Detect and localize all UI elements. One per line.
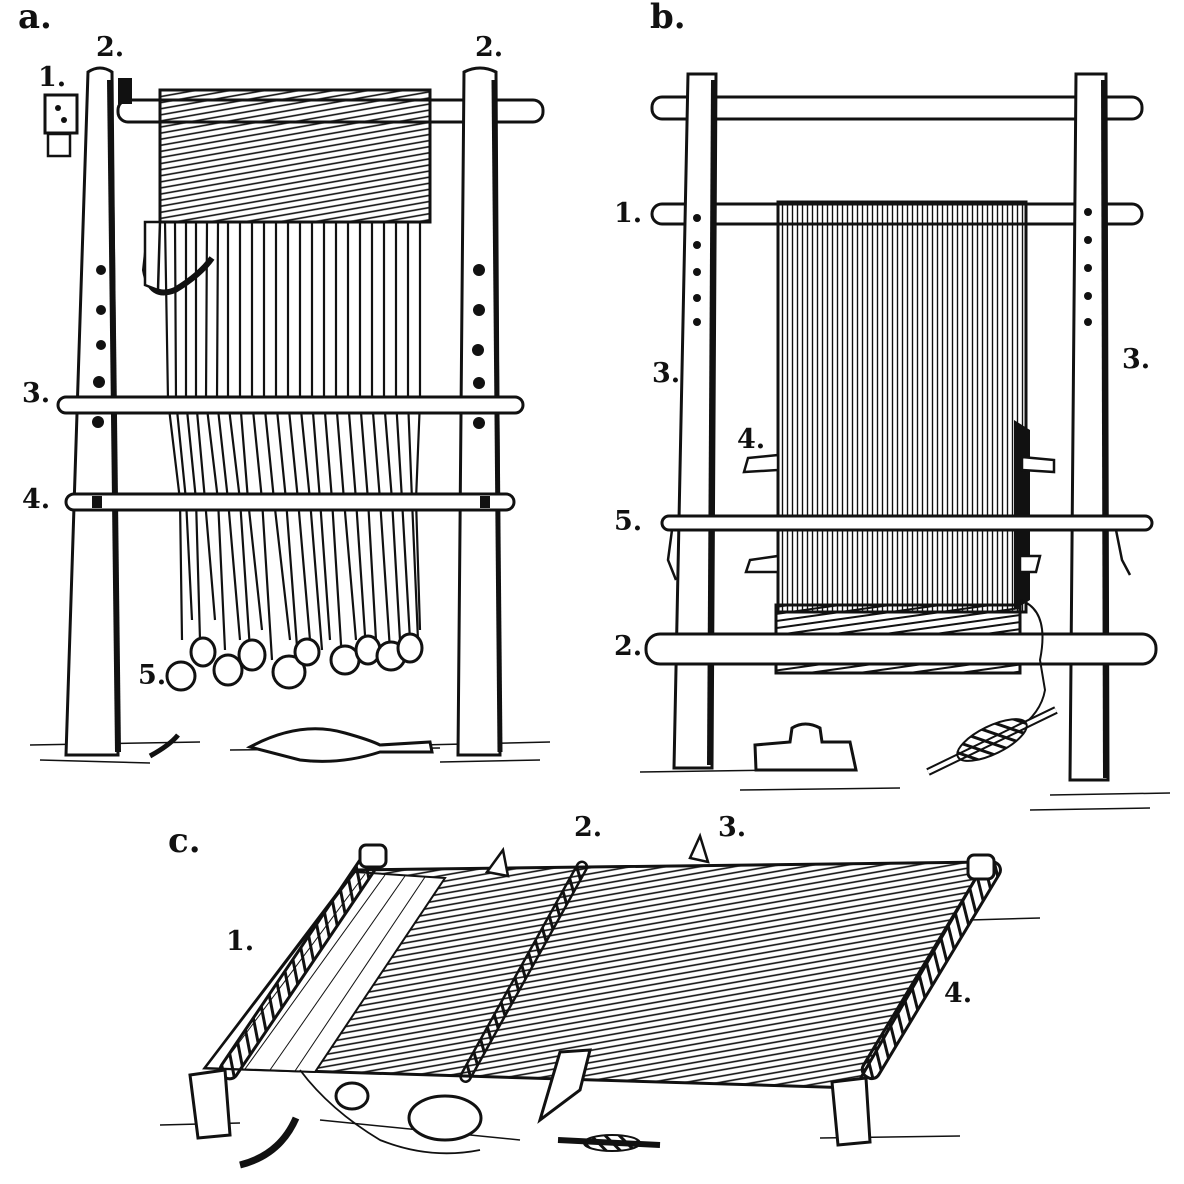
panel-b-label: b.	[650, 0, 686, 37]
panel-a-shed-rod	[56, 395, 525, 415]
panel-a-peg-holes	[92, 264, 485, 429]
panel-b-bobbin	[926, 706, 1058, 776]
panel-c-part-3: 3.	[718, 812, 746, 843]
panel-a-bone-tool	[148, 733, 180, 759]
panel-b-part-1: 1.	[614, 198, 642, 229]
panel-a-part-2-right: 2.	[475, 32, 503, 63]
panel-a-part-5: 5.	[138, 660, 166, 691]
panel-a-heddle-rod	[64, 492, 516, 512]
panel-c: c. 1. 2. 3. 4.	[159, 812, 1041, 1169]
panel-b-peg-holes	[693, 208, 1092, 326]
panel-b-part-3-right: 3.	[1122, 344, 1150, 375]
panel-c-part-2: 2.	[574, 812, 602, 843]
panel-c-shed-sword	[537, 1048, 592, 1124]
panel-b-part-4: 4.	[737, 424, 765, 455]
panel-b-weight-block	[753, 722, 858, 772]
panel-a-label: a.	[18, 0, 52, 37]
panel-c-loose-thread	[299, 1069, 481, 1155]
panel-a-loom-weights	[165, 632, 424, 692]
panel-a-part-4: 4.	[22, 484, 50, 515]
panel-b: b. 1. 3. 3. 4. 5. 2.	[614, 0, 1171, 811]
panel-c-heddle-rod	[459, 860, 589, 1083]
panel-c-bone-tool	[239, 1116, 300, 1169]
panel-b-shed-rod	[660, 514, 1154, 532]
panel-a-warp-threads	[163, 221, 422, 661]
panel-c-label: c.	[168, 821, 201, 861]
panel-b-part-3-left: 3.	[652, 358, 680, 389]
panel-a-part-1: 1.	[38, 62, 66, 93]
panel-b-ties	[666, 529, 1132, 581]
panel-b-ground	[639, 769, 1171, 811]
panel-a-woven-cloth	[158, 88, 432, 224]
panel-c-part-1: 1.	[226, 926, 254, 957]
panel-b-part-5: 5.	[614, 506, 642, 537]
panel-c-stakes	[188, 843, 996, 1147]
panel-a-part-2-left: 2.	[96, 32, 124, 63]
panel-a-part-3: 3.	[22, 378, 50, 409]
panel-b-pegs	[742, 453, 1056, 574]
panel-a-side-peg	[43, 78, 132, 158]
panel-c-bobbin	[557, 1134, 661, 1152]
panel-b-part-2: 2.	[614, 631, 642, 662]
panel-b-top-beam	[650, 95, 1144, 121]
panel-b-left-post	[672, 72, 718, 770]
panel-b-lower-beam	[644, 632, 1158, 666]
panel-b-warp	[776, 200, 1028, 614]
panel-a-weaving-sword	[245, 727, 434, 763]
panel-c-part-4: 4.	[944, 978, 972, 1009]
panel-b-right-post	[1068, 72, 1110, 782]
panel-a: a. 1. 2. 2. 3. 4. 5.	[18, 0, 551, 764]
